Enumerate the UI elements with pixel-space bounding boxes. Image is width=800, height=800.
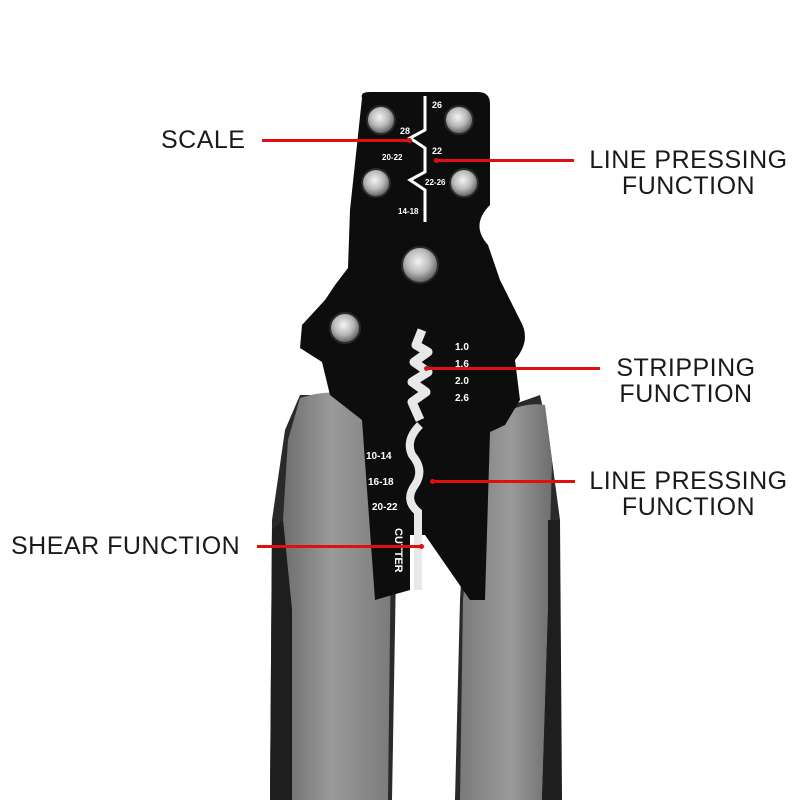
- callout-line-pressing-top-line1: LINE PRESSING: [589, 146, 788, 174]
- crimp-size-16-18: 16-18: [368, 477, 394, 488]
- callout-line-stripping: [427, 367, 600, 370]
- callout-line-line-pressing-bottom: [433, 480, 575, 483]
- left-handle: [270, 392, 398, 800]
- callout-dot-scale: [407, 138, 412, 143]
- tool-markings: 26 28 22 20-22 22-26 14-18 1.0 1.6 2.0 2…: [366, 100, 469, 573]
- callout-dot-stripping: [424, 366, 429, 371]
- callout-stripping: STRIPPING FUNCTION: [606, 355, 766, 407]
- strip-size-1-0: 1.0: [455, 342, 469, 353]
- callout-line-line-pressing-top: [437, 159, 574, 162]
- cutter-label: CUTTER: [392, 528, 404, 573]
- callout-stripping-line1: STRIPPING: [616, 354, 756, 382]
- mark-20-22: 20-22: [382, 153, 403, 162]
- crimp-size-20-22: 20-22: [372, 502, 398, 513]
- strip-size-2-0: 2.0: [455, 376, 469, 387]
- tool-head: [300, 92, 525, 600]
- strip-size-2-6: 2.6: [455, 393, 469, 404]
- strip-size-1-6: 1.6: [455, 359, 469, 370]
- callout-dot-line-pressing-bottom: [430, 479, 435, 484]
- callout-line-pressing-top-line2: FUNCTION: [621, 172, 756, 200]
- mark-22-26: 22-26: [425, 178, 446, 187]
- crimp-size-10-14: 10-14: [366, 451, 392, 462]
- callout-stripping-line2: FUNCTION: [619, 380, 753, 408]
- callout-line-shear: [257, 545, 422, 548]
- callout-dot-shear: [419, 544, 424, 549]
- mark-14-18: 14-18: [398, 207, 419, 216]
- callout-line-pressing-bottom-line1: LINE PRESSING: [589, 467, 788, 495]
- callout-scale: SCALE: [161, 126, 246, 154]
- mark-26: 26: [432, 100, 442, 110]
- mark-22: 22: [432, 146, 442, 156]
- callout-dot-line-pressing-top: [434, 158, 439, 163]
- mark-28: 28: [400, 126, 410, 136]
- callout-line-scale: [262, 139, 410, 142]
- callout-shear: SHEAR FUNCTION: [11, 532, 241, 560]
- callout-line-pressing-bottom-line2: FUNCTION: [621, 493, 756, 521]
- callout-line-pressing-bottom: LINE PRESSING FUNCTION: [586, 468, 791, 520]
- callout-line-pressing-top: LINE PRESSING FUNCTION: [586, 147, 791, 199]
